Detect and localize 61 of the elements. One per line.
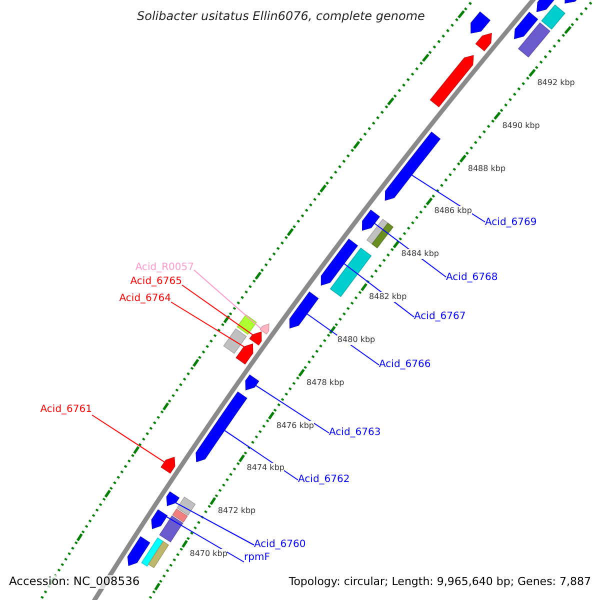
gene-label: Acid_6765: [130, 276, 182, 288]
gene-feature: [249, 331, 262, 346]
gene-block: [372, 222, 394, 248]
gene-label: Acid_6764: [119, 293, 171, 305]
gene-label: Acid_6760: [254, 539, 306, 551]
scale-label: 8484 kbp: [401, 249, 439, 259]
scale-label: 8474 kbp: [246, 463, 284, 473]
gene-label: Acid_6761: [40, 404, 92, 416]
scale-label: 8492 kbp: [537, 78, 575, 88]
leader-line: [255, 384, 330, 434]
scale-label: 8482 kbp: [369, 292, 407, 302]
gene-feature: [236, 344, 254, 365]
accession-text: Accession: NC_008536: [9, 575, 140, 589]
scale-label: 8488 kbp: [468, 164, 506, 174]
leader-line: [182, 284, 253, 336]
gene-label: Acid_R0057: [135, 262, 194, 274]
leader-line: [194, 270, 262, 329]
leader-line: [175, 502, 254, 546]
scale-label: 8490 kbp: [502, 120, 540, 130]
gene-feature: [245, 374, 260, 390]
gene-label: Acid_6762: [298, 474, 350, 486]
gene-label: Acid_6766: [379, 359, 431, 371]
gene-label: Acid_6767: [414, 311, 466, 323]
gene-block: [518, 22, 550, 58]
gene-block: [159, 516, 184, 542]
gene-feature: [470, 12, 490, 34]
gene-feature: [160, 456, 176, 474]
gene-feature: [384, 132, 441, 201]
gene-block: [148, 540, 169, 568]
scale-label: 8476 kbp: [276, 420, 314, 430]
gene-feature: [320, 238, 358, 286]
gene-label: Acid_6768: [446, 272, 498, 284]
gene-feature: [362, 210, 380, 231]
leader-line: [224, 430, 298, 480]
scale-label: 8480 kbp: [337, 334, 376, 344]
gene-feature: [166, 491, 180, 506]
scale-label: 8472 kbp: [218, 506, 256, 516]
genome-info-text: Topology: circular; Length: 9,965,640 bp; Genes: 7,887: [288, 575, 591, 588]
gene-feature: [289, 292, 319, 329]
gene-block: [541, 4, 566, 30]
leader-line: [170, 302, 244, 348]
gene-label: Acid_6763: [329, 427, 381, 439]
leader-line: [92, 414, 165, 463]
gene-feature: [127, 536, 150, 566]
gene-feature: [196, 391, 248, 462]
gene-feature: [514, 12, 538, 40]
gene-block: [141, 537, 164, 567]
gene-block: [223, 328, 247, 354]
title: Solibacter usitatus Ellin6076, complete genome: [137, 9, 425, 24]
gene-label: Acid_6769: [485, 217, 537, 229]
gene-block: [176, 496, 196, 516]
scale-label: 8470 kbp: [190, 548, 228, 558]
scale-label: 8478 kbp: [306, 378, 344, 388]
gene-block: [172, 508, 188, 523]
gene-feature: [475, 32, 492, 52]
gene-feature: [151, 509, 168, 530]
leader-line: [166, 516, 244, 562]
gene-feature: [260, 323, 270, 334]
gene-label: rpmF: [244, 552, 270, 564]
scale-label: 8486 kbp: [434, 206, 472, 216]
gene-feature: [430, 54, 474, 108]
